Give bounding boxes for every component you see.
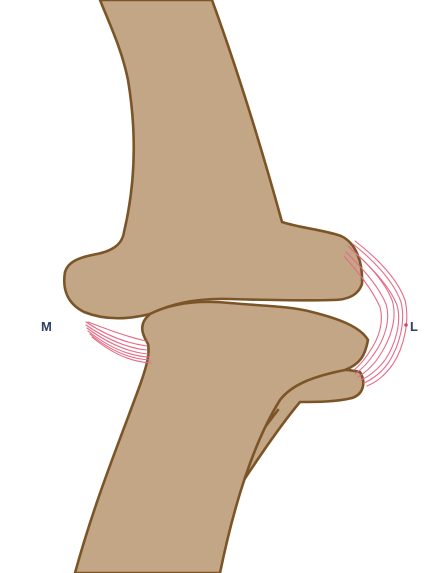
femur-bone [64,0,362,318]
femur [64,0,362,318]
lateral-marker-dot [404,323,408,327]
lateral-label: L [410,319,418,334]
medial-label: M [41,319,52,334]
